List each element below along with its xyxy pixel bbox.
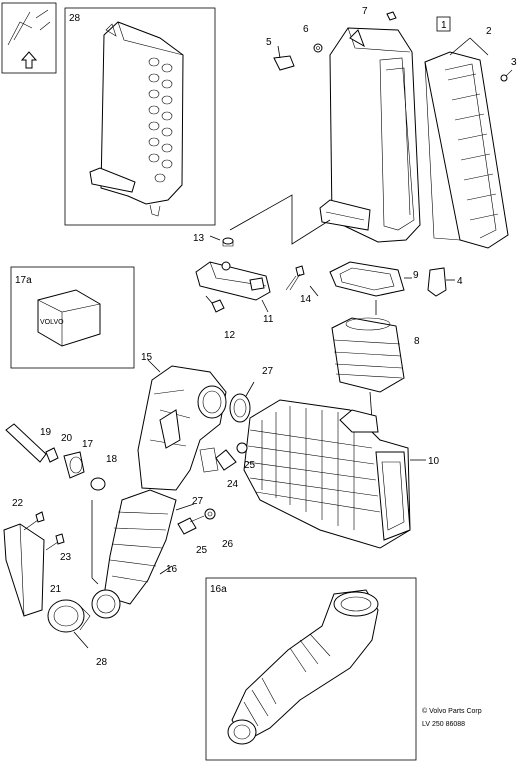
callout-15: 15 <box>141 352 153 363</box>
inset-28-label: 28 <box>69 13 81 24</box>
callout-22: 22 <box>12 498 24 509</box>
callout-4: 4 <box>457 276 463 287</box>
seal-9 <box>329 261 405 297</box>
callout-10: 10 <box>428 456 440 467</box>
bolt-5 <box>273 45 295 71</box>
callout-17: 17 <box>82 439 94 450</box>
callout-3: 3 <box>511 57 517 68</box>
callout-27-upper: 27 <box>262 366 274 377</box>
callout-1: 1 <box>441 20 447 31</box>
inset-16a: 16a <box>205 577 417 761</box>
inset-17a-label: 17a <box>15 275 32 286</box>
callout-25-upper: 25 <box>244 460 256 471</box>
callout-7: 7 <box>362 6 368 17</box>
callout-12: 12 <box>224 330 236 341</box>
nut-25-upper <box>236 442 248 454</box>
figure-code: LV 250 86088 <box>422 721 465 728</box>
callout-5: 5 <box>266 37 272 48</box>
bracket-21 <box>3 523 45 617</box>
hose-16 <box>91 489 177 619</box>
callout-27-lower: 27 <box>192 496 204 507</box>
box-1 <box>436 16 451 32</box>
inset-16a-label: 16a <box>210 584 227 595</box>
bolt-14 <box>285 265 305 291</box>
screw-3 <box>500 69 513 82</box>
clamp-27-upper <box>229 393 251 423</box>
bolt-23 <box>45 533 65 551</box>
hose-19 <box>5 423 47 463</box>
callout-13: 13 <box>193 233 205 244</box>
callout-26: 26 <box>222 539 234 550</box>
callout-11: 11 <box>263 314 274 325</box>
valve-17 <box>63 451 85 479</box>
clip-20 <box>45 447 59 463</box>
nut-7 <box>386 11 397 21</box>
inset-17a: 17a VOLVO <box>10 266 135 369</box>
clamp-18 <box>90 477 106 491</box>
bolt-22 <box>23 511 45 531</box>
nut-12 <box>211 299 225 313</box>
washer-26 <box>204 508 216 520</box>
callout-16: 16 <box>166 564 178 575</box>
callout-20: 20 <box>61 433 73 444</box>
hose-15 <box>137 365 227 491</box>
callout-23: 23 <box>60 552 72 563</box>
callout-9: 9 <box>413 270 419 281</box>
box-brand-text: VOLVO <box>40 319 64 326</box>
bolt-25-lower <box>177 515 205 535</box>
callout-19: 19 <box>40 427 52 438</box>
washer-6 <box>313 43 323 53</box>
copyright-text: © Volvo Parts Corp <box>422 707 482 715</box>
callout-25-lower: 25 <box>196 545 208 556</box>
filter-element <box>424 51 509 249</box>
bracket-11 <box>195 261 271 301</box>
clamp-28-lower <box>47 599 91 633</box>
callout-14: 14 <box>300 294 312 305</box>
valve-4 <box>427 267 447 297</box>
air-cleaner-cover <box>319 27 421 243</box>
callout-18: 18 <box>106 454 118 465</box>
nut-13 <box>222 237 234 247</box>
callout-28: 28 <box>96 657 108 668</box>
air-cleaner-body <box>243 399 411 549</box>
inset-28: 28 <box>64 7 216 226</box>
callout-6: 6 <box>303 24 309 35</box>
callout-21: 21 <box>50 584 62 595</box>
bellows-8 <box>331 317 405 393</box>
callout-8: 8 <box>414 336 420 347</box>
orientation-icon <box>1 2 57 74</box>
connector-24 <box>215 449 237 471</box>
callout-2: 2 <box>486 26 492 37</box>
callout-24: 24 <box>227 479 239 490</box>
inset-28-holes <box>148 57 173 183</box>
